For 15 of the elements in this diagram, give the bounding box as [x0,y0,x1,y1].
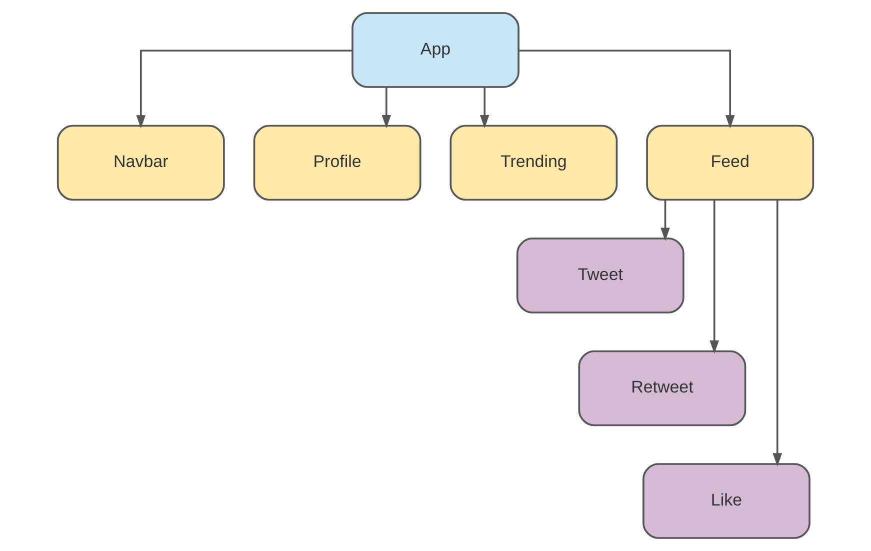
node-box: Feed [646,124,814,201]
arrow [710,200,720,354]
node-box: App [352,12,520,88]
node-box: Like [642,463,810,539]
node-box: Profile [253,124,422,201]
node-box: Tweet [516,238,684,314]
arrow [480,87,490,128]
node-box: Retweet [578,350,746,426]
arrow [136,50,352,128]
arrow [660,200,670,242]
arrow [518,50,735,128]
arrow [772,200,782,467]
node-box: Navbar [56,124,225,201]
arrow [382,87,392,128]
node-box: Trending [450,124,618,201]
